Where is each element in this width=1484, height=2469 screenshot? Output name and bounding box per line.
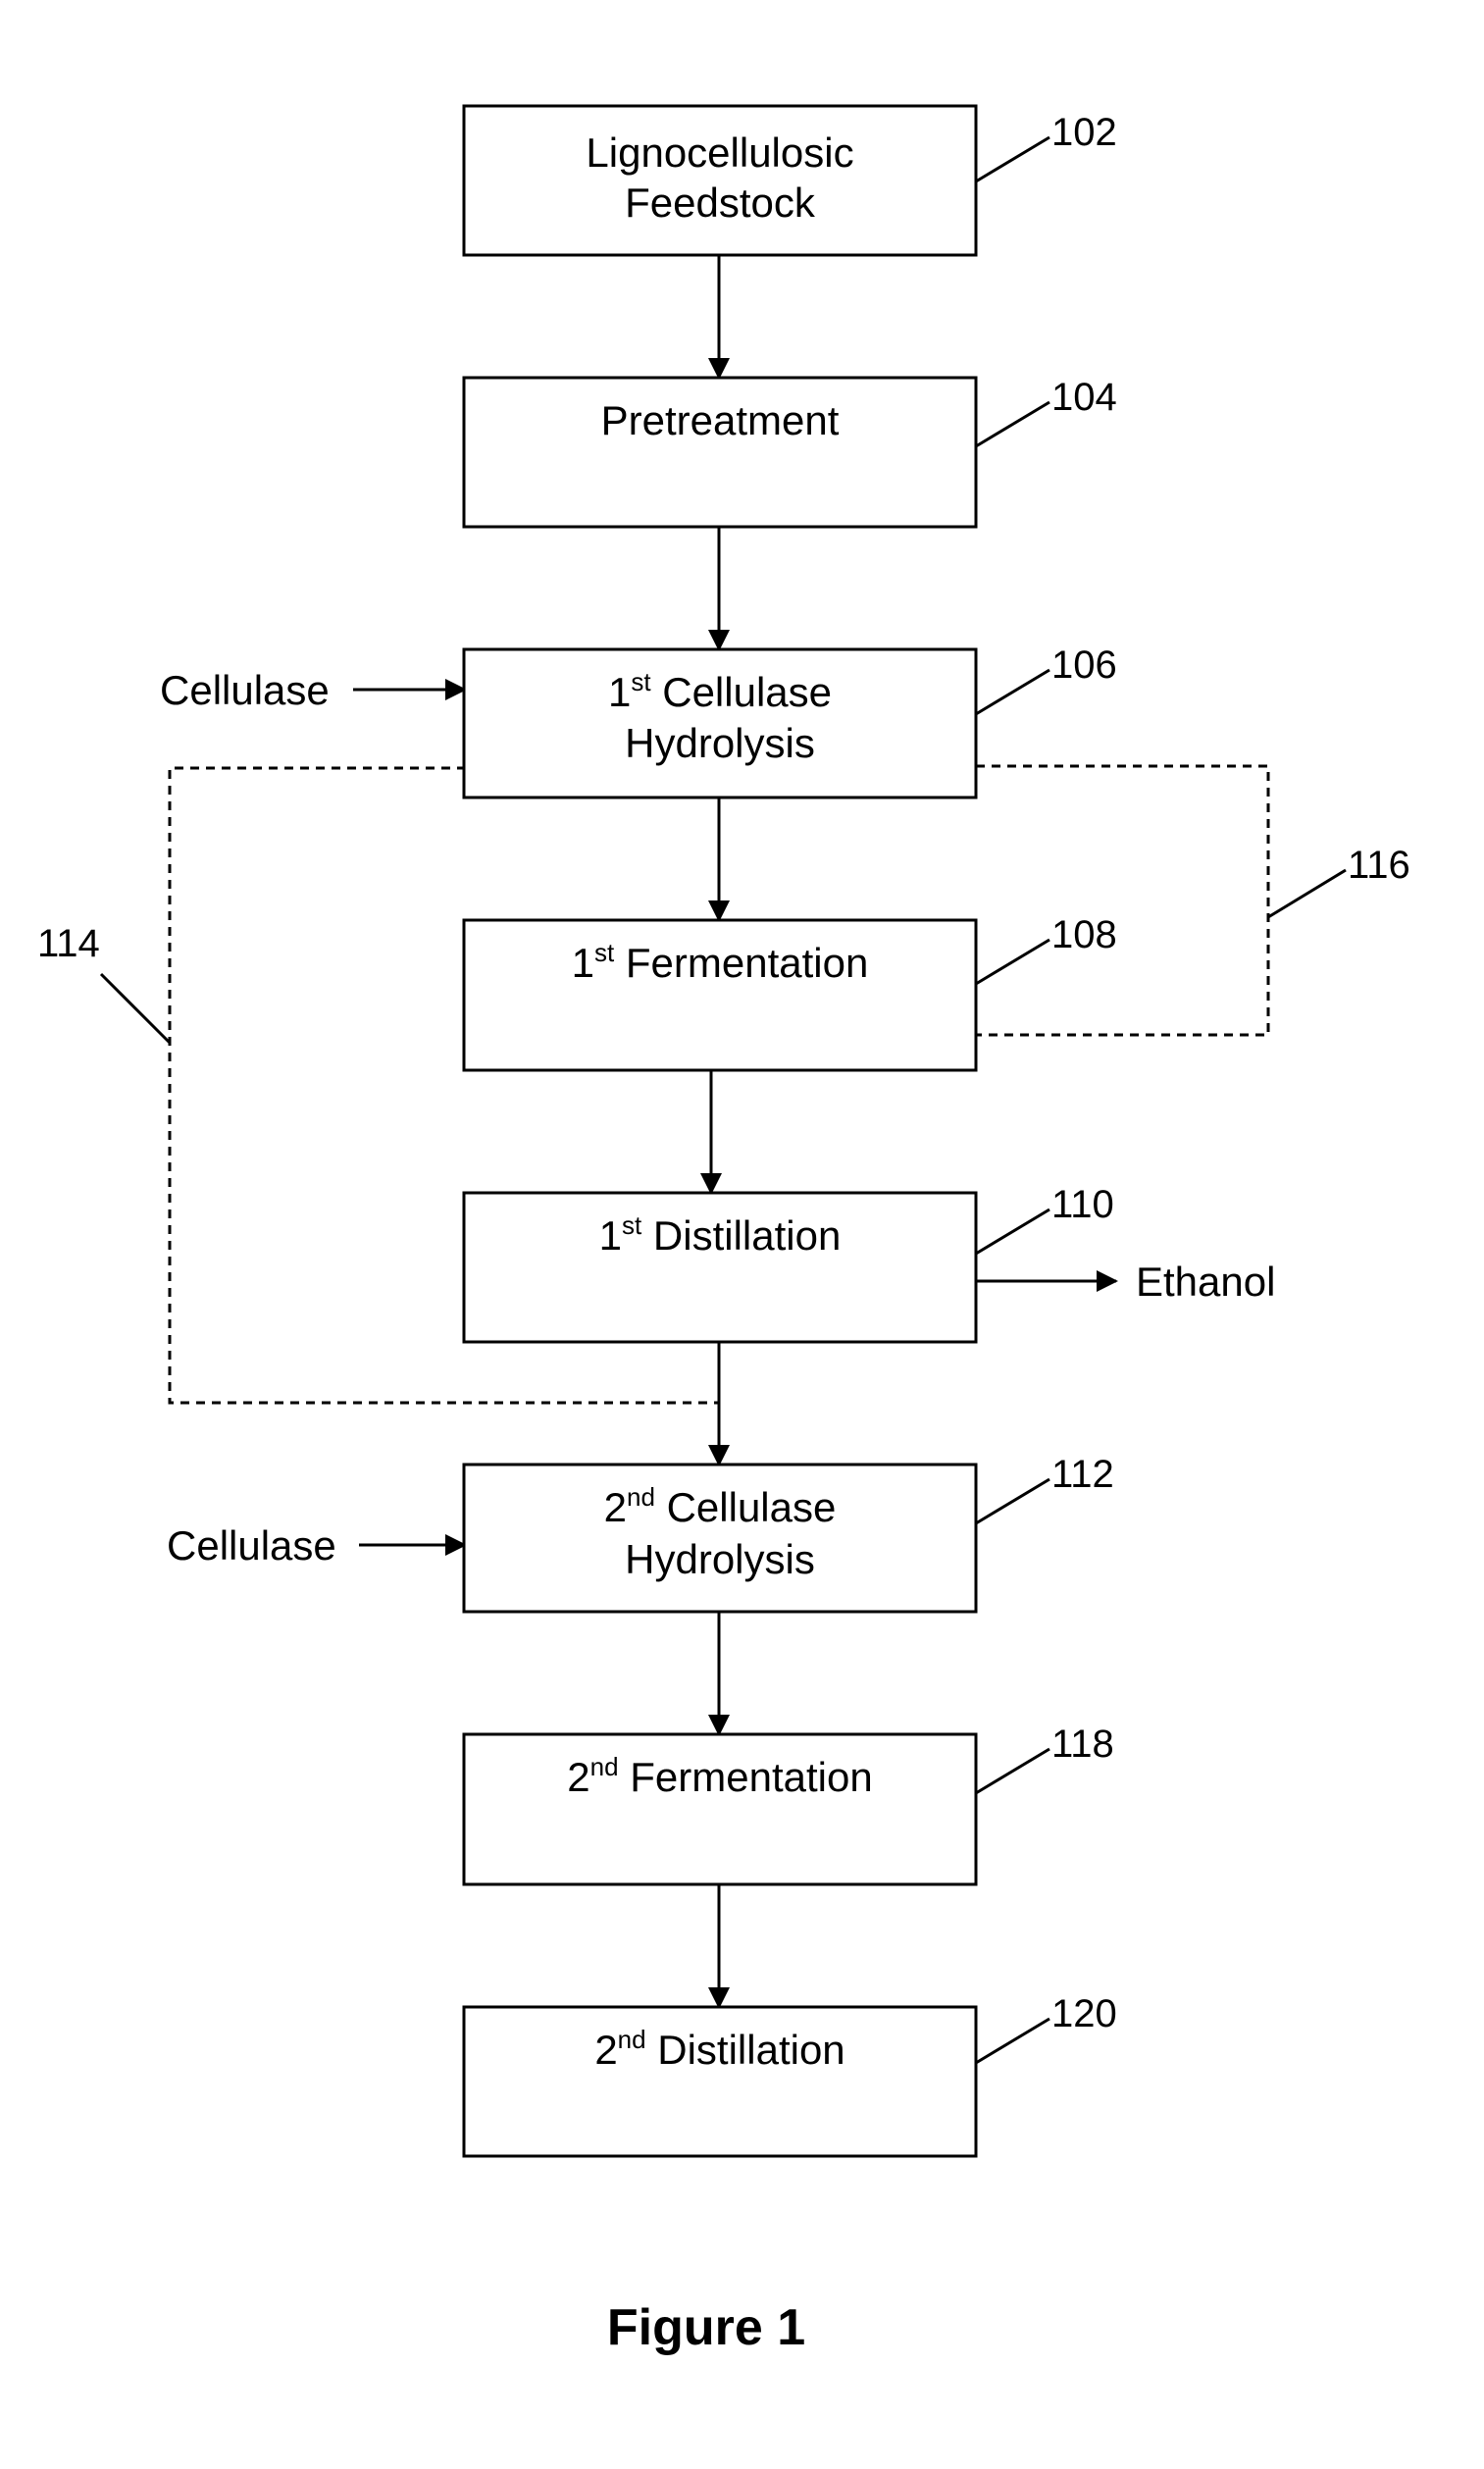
ref-106-leader [976,670,1049,714]
ref-104-leader [976,402,1049,446]
step-106-line2: Hydrolysis [625,720,815,766]
ref-120-leader [976,2019,1049,2063]
step-118-2nd-fermentation: 2nd Fermentation [464,1734,976,1884]
ref-104: 104 [1051,376,1117,419]
ref-120: 120 [1051,1992,1117,2035]
ref-112-leader [976,1479,1049,1523]
step-102-feedstock: Lignocellulosic Feedstock [464,106,976,255]
step-112-line2: Hydrolysis [625,1536,815,1582]
ref-108-leader [976,940,1049,984]
cellulase-input-label-1: Cellulase [160,667,330,713]
step-110-1st-distillation: 1st Distillation [464,1193,976,1342]
ref-112: 112 [1051,1453,1114,1496]
ref-102-leader [976,137,1049,181]
ref-102: 102 [1051,111,1117,154]
step-108-1st-fermentation: 1st Fermentation [464,920,976,1070]
bypass-line-116 [976,766,1268,1035]
ref-116: 116 [1348,844,1410,887]
ref-110-leader [976,1209,1049,1254]
step-104-pretreatment: Pretreatment [464,378,976,527]
figure-caption: Figure 1 [607,2299,805,2356]
ref-114: 114 [37,922,100,965]
ref-108: 108 [1051,913,1117,956]
step-120-2nd-distillation: 2nd Distillation [464,2007,976,2156]
ref-118: 118 [1051,1723,1114,1766]
step-104-line1: Pretreatment [601,397,840,443]
step-108-line1: 1st Fermentation [572,938,869,986]
step-106-1st-cellulase-hydrolysis: 1st Cellulase Hydrolysis [464,649,976,797]
step-102-line2: Feedstock [625,180,816,226]
step-112-2nd-cellulase-hydrolysis: 2nd Cellulase Hydrolysis [464,1465,976,1612]
ref-116-leader [1268,870,1346,917]
ref-110: 110 [1051,1183,1114,1226]
cellulase-input-label-2: Cellulase [167,1522,336,1569]
ethanol-output-label: Ethanol [1136,1259,1275,1305]
ref-106: 106 [1051,643,1117,687]
step-102-line1: Lignocellulosic [586,129,853,176]
ref-114-leader [101,974,170,1043]
ref-118-leader [976,1749,1049,1793]
